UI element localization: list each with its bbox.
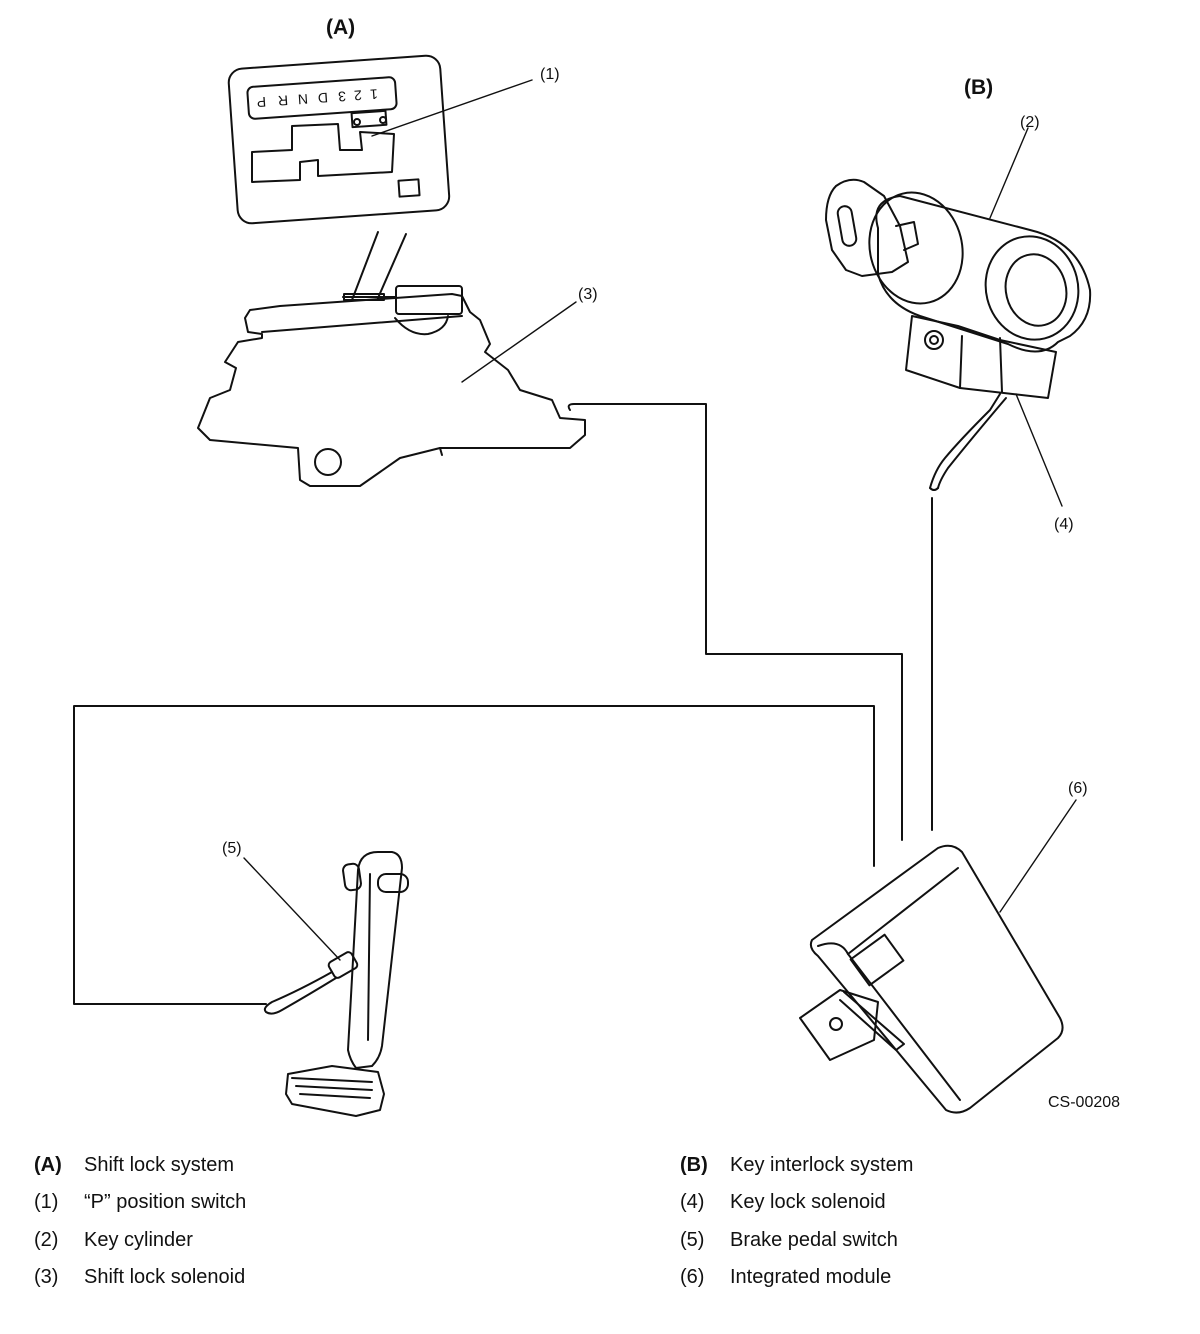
gate-letter-r: R [277, 92, 288, 109]
section-b-label: (B) [964, 76, 994, 99]
callout-4: (4) [1054, 516, 1074, 533]
legend-key: (5) [680, 1228, 705, 1251]
legend-text: Brake pedal switch [730, 1228, 898, 1251]
callout-1: (1) [540, 66, 560, 83]
callout-3: (3) [578, 286, 598, 303]
diagram-drawing: P R N D 3 2 1 [73, 54, 1092, 1117]
shift-lock-diagram: P R N D 3 2 1 (A) (B) (1) (3) (2) (4) (5… [73, 16, 1121, 1117]
integrated-module [799, 844, 1064, 1114]
legend-item-a: (A) Shift lock system [34, 1152, 594, 1189]
legend-item-2: (2) Key cylinder [34, 1227, 594, 1264]
legend-item-6: (6) Integrated module [680, 1264, 1180, 1301]
legend-key: (2) [34, 1228, 59, 1251]
callout-2: (2) [1020, 114, 1040, 131]
callout-5: (5) [222, 840, 242, 857]
shift-lock-solenoid [342, 285, 463, 315]
shifter-base [197, 293, 586, 487]
legend-item-3: (3) Shift lock solenoid [34, 1264, 594, 1301]
gate-letter-2: 2 [353, 87, 362, 104]
legend-left-column: (A) Shift lock system (1) “P” position s… [34, 1152, 594, 1301]
gate-letter-3: 3 [337, 88, 346, 105]
gate-letter-n: N [297, 91, 308, 108]
brake-pedal-assembly [263, 851, 409, 1117]
legend-text: Key interlock system [730, 1154, 914, 1176]
legend-text: “P” position switch [84, 1191, 247, 1214]
shift-gate-plate [227, 54, 451, 225]
legend-text: Shift lock solenoid [84, 1265, 246, 1288]
legend-key: (3) [34, 1265, 59, 1288]
legend-key: (B) [680, 1154, 708, 1176]
key-cylinder-assembly [825, 178, 1092, 399]
legend-item-4: (4) Key lock solenoid [680, 1189, 1180, 1226]
gate-letter-p: P [256, 94, 266, 111]
legend-item-b: (B) Key interlock system [680, 1152, 1180, 1189]
legend-key: (A) [34, 1154, 62, 1176]
figure-code: CS-00208 [1048, 1094, 1121, 1111]
callout-6: (6) [1068, 780, 1088, 797]
legend-key: (1) [34, 1191, 59, 1214]
legend-key: (4) [680, 1191, 705, 1214]
shift-rod-right [377, 233, 407, 299]
legend-text: Shift lock system [84, 1154, 235, 1176]
legend-text: Integrated module [730, 1265, 892, 1288]
legend-text: Key cylinder [84, 1228, 193, 1251]
legend: (A) Shift lock system (1) “P” position s… [0, 1152, 1200, 1322]
harness-shifter [567, 403, 903, 841]
harness-brake [73, 705, 875, 1005]
shift-rod-left [351, 231, 379, 301]
legend-item-1: (1) “P” position switch [34, 1189, 594, 1226]
legend-item-5: (5) Brake pedal switch [680, 1227, 1180, 1264]
gate-letter-d: D [317, 90, 328, 107]
gate-letter-1: 1 [369, 86, 378, 103]
legend-right-column: (B) Key interlock system (4) Key lock so… [680, 1152, 1180, 1301]
legend-key: (6) [680, 1265, 705, 1288]
legend-text: Key lock solenoid [730, 1191, 886, 1214]
section-a-label: (A) [326, 16, 356, 39]
